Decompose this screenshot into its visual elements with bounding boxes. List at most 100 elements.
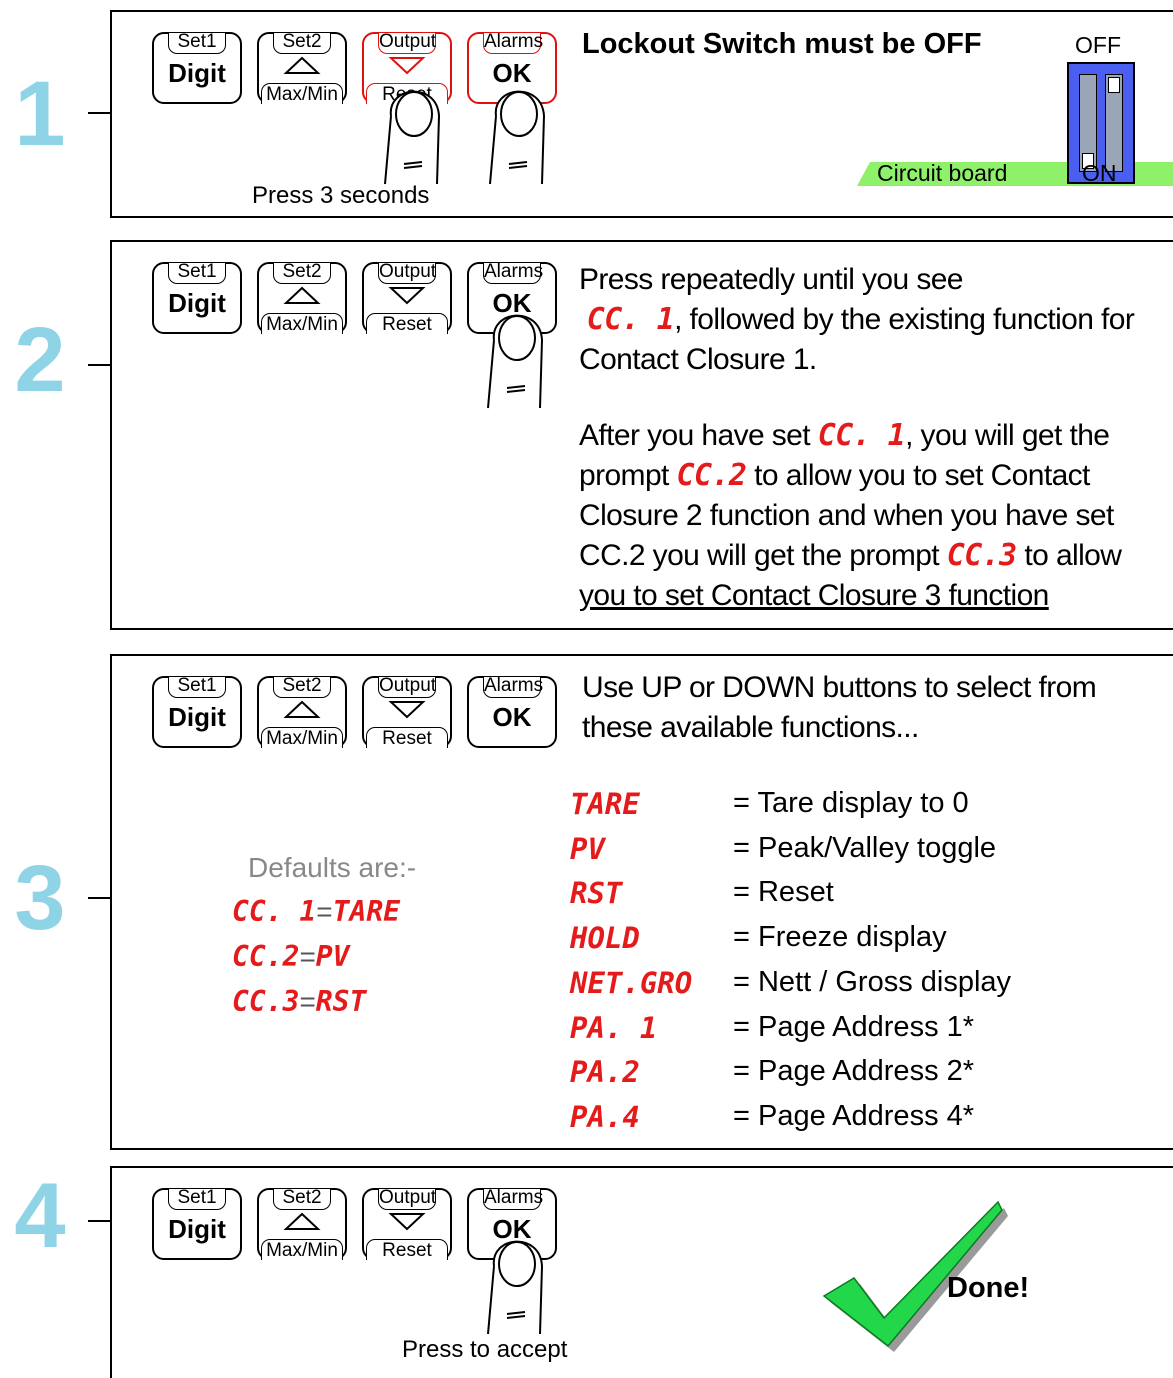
button-top-label: Set1	[168, 262, 226, 284]
switch-slot	[1079, 74, 1097, 172]
step-number: 4	[14, 1165, 66, 1267]
switch-slot	[1105, 74, 1123, 172]
set2-up-button[interactable]: Set2 Max/Min	[257, 1188, 347, 1261]
button-bottom-label: Max/Min	[261, 83, 343, 105]
button-top-label: Set2	[273, 1188, 331, 1210]
step-leader-line	[88, 364, 110, 366]
button-top-label: Set1	[168, 1188, 226, 1210]
pressing-finger-icon	[487, 1240, 544, 1335]
button-main-label: Digit	[168, 702, 226, 732]
up-arrow-icon	[259, 54, 345, 81]
button-main-label: OK	[492, 288, 532, 318]
pressing-finger-icon	[487, 314, 544, 409]
instruction-line: Contact Closure 1.	[579, 343, 817, 376]
default-row: CC. 1=TARE	[232, 895, 401, 928]
set1-digit-button[interactable]: Set1 Digit	[152, 262, 242, 334]
set2-up-button[interactable]: Set2 Max/Min	[257, 262, 347, 335]
up-arrow-icon	[259, 698, 345, 725]
button-main-label: Digit	[168, 1214, 226, 1244]
segment-code: CC.3	[946, 538, 1017, 573]
button-top-label: Alarms	[483, 675, 544, 698]
function-description: = Page Address 2*	[733, 1055, 975, 1087]
segment-code: CC. 1	[586, 302, 675, 337]
button-main-label: OK	[492, 58, 532, 88]
button-top-label: Set1	[168, 32, 226, 54]
up-arrow-icon	[259, 1210, 345, 1237]
function-code: NET.GRO	[570, 966, 693, 1000]
function-code: PA. 1	[570, 1011, 658, 1045]
button-bottom-label: Max/Min	[261, 313, 343, 335]
button-main-label: Digit	[168, 288, 226, 318]
set1-digit-button[interactable]: Set1 Digit	[152, 32, 242, 104]
button-top-label: Set2	[273, 676, 331, 698]
button-top-label: Set1	[168, 676, 226, 698]
done-label: Done!	[947, 1272, 1030, 1304]
alarms-ok-button[interactable]: Alarms OK	[467, 676, 557, 748]
step-leader-line	[88, 1220, 110, 1222]
button-top-label: Alarms	[483, 31, 544, 54]
step-panel: Set1 Digit Set2 Max/Min Output Reset Ala…	[110, 1166, 1173, 1378]
switch-on-label: ON	[1082, 160, 1117, 186]
instruction-text: Press repeatedly until you see CC. 1, fo…	[579, 260, 1173, 616]
set2-up-button[interactable]: Set2 Max/Min	[257, 676, 347, 749]
button-top-label: Output	[378, 31, 437, 54]
instruction-line: Press repeatedly until you see	[579, 263, 964, 296]
function-description: = Nett / Gross display	[733, 966, 1012, 998]
button-top-label: Output	[378, 1187, 437, 1210]
switch-off-label: OFF	[1075, 32, 1121, 58]
set1-digit-button[interactable]: Set1 Digit	[152, 1188, 242, 1260]
step-number: 2	[14, 309, 66, 411]
button-bottom-label: Reset	[366, 1239, 448, 1261]
function-description: = Peak/Valley toggle	[733, 832, 997, 864]
step-number: 1	[14, 63, 66, 165]
set1-digit-button[interactable]: Set1 Digit	[152, 676, 242, 748]
down-arrow-icon	[364, 54, 450, 81]
function-code: RST	[570, 876, 623, 910]
step-panel: Set1 Digit Set2 Max/Min Output Reset Ala…	[110, 654, 1173, 1150]
defaults-label: Defaults are:-	[248, 852, 417, 883]
segment-code: CC. 1	[817, 418, 906, 453]
function-description: = Page Address 1*	[733, 1011, 975, 1043]
lockout-switch[interactable]	[1067, 62, 1135, 184]
press-caption: Press to accept	[402, 1336, 568, 1363]
button-top-label: Alarms	[483, 1187, 544, 1210]
checkmark-icon	[822, 1200, 1008, 1352]
button-top-label: Alarms	[483, 261, 544, 284]
output-down-button[interactable]: Output Reset	[362, 1187, 452, 1261]
default-row: CC.3=RST	[232, 985, 367, 1018]
button-main-label: OK	[492, 702, 532, 732]
circuit-board-label: Circuit board	[877, 160, 1008, 186]
down-arrow-icon	[364, 698, 450, 725]
output-down-button[interactable]: Output Reset	[362, 676, 452, 749]
instruction-line: Closure 2 function and when you have set	[579, 499, 1114, 532]
down-arrow-icon	[364, 284, 450, 311]
button-top-label: Output	[378, 261, 437, 284]
button-bottom-label: Reset	[366, 727, 448, 749]
set2-up-button[interactable]: Set2 Max/Min	[257, 32, 347, 105]
function-code: TARE	[570, 787, 640, 821]
step-panel: Set1 Digit Set2 Max/Min Output Reset Ala…	[110, 240, 1173, 630]
up-arrow-icon	[259, 284, 345, 311]
instruction-line: After you have set CC. 1, you will get t…	[579, 418, 1110, 453]
step-number: 3	[14, 847, 66, 949]
step-leader-line	[88, 897, 110, 899]
output-down-button[interactable]: Output Reset	[362, 261, 452, 335]
press-caption: Press 3 seconds	[252, 182, 430, 209]
button-bottom-label: Max/Min	[261, 1239, 343, 1261]
alarms-ok-button[interactable]: Alarms OK	[467, 32, 557, 104]
function-code: PA.4	[570, 1100, 640, 1134]
function-code: HOLD	[570, 921, 640, 955]
default-row: CC.2=PV	[232, 940, 350, 973]
function-description: = Reset	[733, 876, 834, 908]
step-leader-line	[88, 112, 110, 114]
instruction-line: you to set Contact Closure 3 function	[579, 579, 1049, 612]
down-arrow-icon	[364, 1210, 450, 1237]
instruction-line: prompt CC.2 to allow you to set Contact	[579, 458, 1090, 493]
instruction-line: CC.2 you will get the prompt CC.3 to all…	[579, 538, 1122, 573]
step-panel: Set1 Digit Set2 Max/Min Output Reset Ala…	[110, 10, 1173, 218]
button-main-label: Digit	[168, 58, 226, 88]
function-description: = Page Address 4*	[733, 1100, 975, 1132]
intro-line: Use UP or DOWN buttons to select from	[582, 671, 1097, 704]
button-bottom-label: Max/Min	[261, 727, 343, 749]
function-code: PV	[570, 832, 605, 866]
